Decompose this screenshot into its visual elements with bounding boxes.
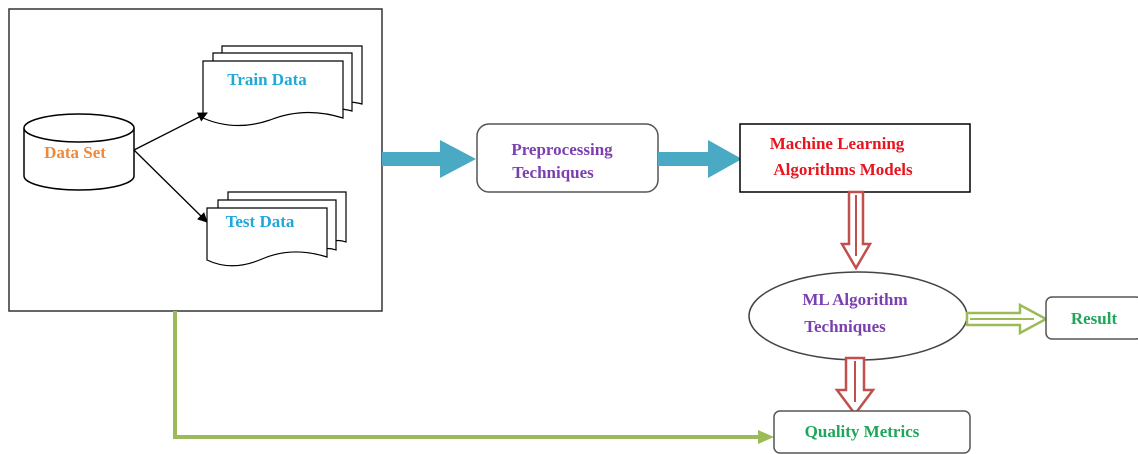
train-data-document: Train Data <box>202 45 363 127</box>
quality-metrics-label: Quality Metrics <box>805 422 920 441</box>
train-data-label: Train Data <box>227 70 307 89</box>
result-label: Result <box>1071 309 1118 328</box>
data-set-cylinder: Data Set <box>23 113 135 191</box>
result-box <box>1045 296 1138 340</box>
blue-arrow-to-models <box>658 140 742 178</box>
ml-techniques-label-line1: ML Algorithm <box>802 290 907 309</box>
quality-metrics-box <box>773 410 971 454</box>
ml-techniques-ellipse <box>748 271 968 361</box>
blue-arrow-to-preprocessing <box>382 140 476 178</box>
preprocessing-label-line1: Preprocessing <box>511 140 613 159</box>
test-data-document: Test Data <box>206 191 347 267</box>
ml-models-label-line1: Machine Learning <box>770 134 905 153</box>
data-set-label: Data Set <box>44 143 106 162</box>
ml-techniques-label-line2: Techniques <box>804 317 886 336</box>
green-arrow-dataset-to-metrics <box>173 311 760 439</box>
test-data-label: Test Data <box>226 212 295 231</box>
ml-models-label-line2: Algorithms Models <box>773 160 913 179</box>
preprocessing-label-line2: Techniques <box>512 163 594 182</box>
test-split-arrow <box>133 149 208 223</box>
train-split-arrow <box>133 112 208 151</box>
